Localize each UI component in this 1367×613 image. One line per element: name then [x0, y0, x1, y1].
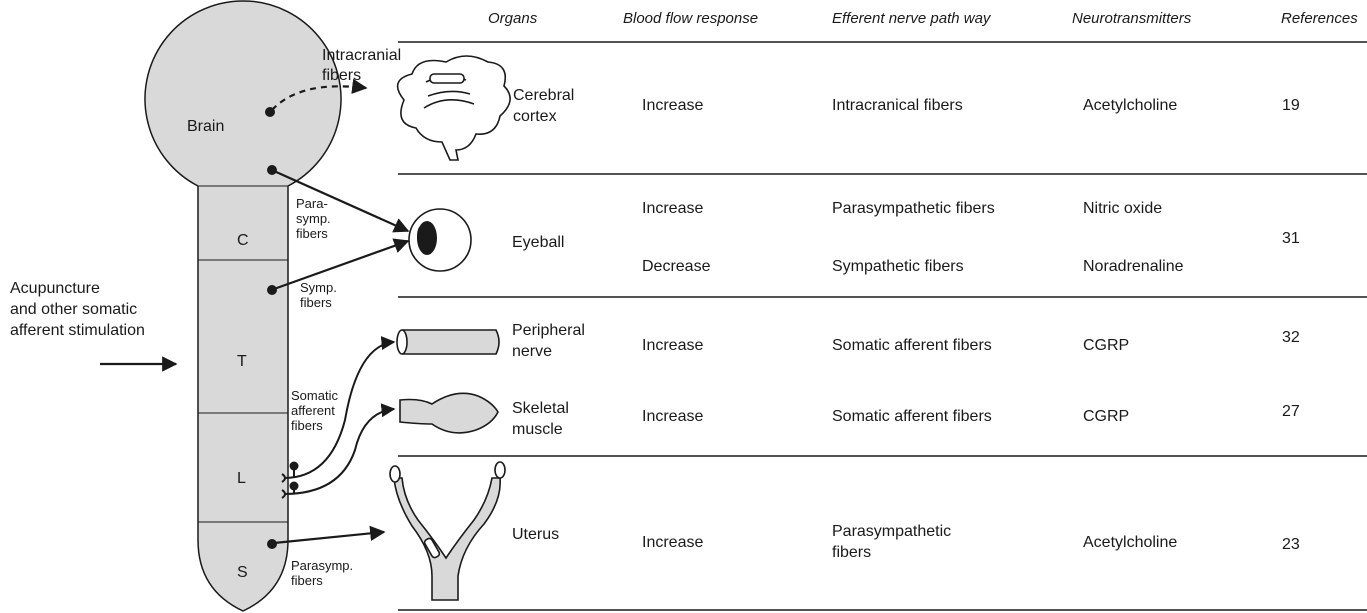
symp-label-1: Symp. — [300, 280, 337, 295]
organ-name-4b: muscle — [512, 420, 563, 440]
uterus-icon — [390, 462, 505, 600]
pathway-4: Somatic afferent fibers — [832, 407, 992, 427]
ref-4: 27 — [1282, 402, 1300, 422]
ref-1: 19 — [1282, 96, 1300, 116]
parasymp-label-1: Parasymp. — [291, 558, 353, 573]
pathway-2b: Sympathetic fibers — [832, 257, 964, 277]
somatic-label-2: afferent — [291, 403, 335, 418]
organ-name-2: Eyeball — [512, 233, 564, 253]
pathway-5b: fibers — [832, 543, 871, 563]
sacral-origin-dot — [267, 539, 277, 549]
intracranial-label-1: Intracranial — [322, 46, 401, 66]
organ-name-4a: Skeletal — [512, 399, 569, 419]
segment-label-s: S — [237, 563, 248, 583]
header-efferent: Efferent nerve path way — [832, 9, 990, 29]
lumbar-dot-2 — [290, 482, 299, 491]
segment-label-c: C — [237, 231, 249, 251]
transmitter-3: CGRP — [1083, 336, 1129, 356]
thoracic-origin-dot — [267, 285, 277, 295]
transmitter-2a: Nitric oxide — [1083, 199, 1162, 219]
peripheral-nerve-icon — [397, 330, 499, 354]
stimulus-label-1: Acupuncture — [10, 279, 100, 299]
parasymp-label-2: fibers — [291, 573, 323, 588]
para-label-3: fibers — [296, 226, 328, 241]
transmitter-4: CGRP — [1083, 407, 1129, 427]
response-2b: Decrease — [642, 257, 710, 277]
header-organs: Organs — [488, 9, 537, 29]
somatic-label-3: fibers — [291, 418, 323, 433]
brain-icon — [398, 56, 511, 160]
para-label-1: Para- — [296, 196, 328, 211]
pathway-5a: Parasympathetic — [832, 522, 951, 542]
segment-label-t: T — [237, 352, 247, 372]
response-5: Increase — [642, 533, 703, 553]
ref-3: 32 — [1282, 328, 1300, 348]
transmitter-1: Acetylcholine — [1083, 96, 1177, 116]
response-4: Increase — [642, 407, 703, 427]
symp-eye-arrow — [274, 241, 408, 289]
pathway-1: Intracranical fibers — [832, 96, 963, 116]
somatic-label-1: Somatic — [291, 388, 338, 403]
lumbar-dot-1 — [290, 462, 299, 471]
skeletal-muscle-icon — [400, 393, 498, 433]
organ-name-1a: Cerebral — [513, 86, 574, 106]
organ-name-3a: Peripheral — [512, 321, 585, 341]
response-1: Increase — [642, 96, 703, 116]
para-label-2: symp. — [296, 211, 331, 226]
header-neurotransmitters: Neurotransmitters — [1072, 9, 1191, 29]
brainstem-origin-dot — [267, 165, 277, 175]
response-2a: Increase — [642, 199, 703, 219]
pathway-3: Somatic afferent fibers — [832, 336, 992, 356]
ref-5: 23 — [1282, 535, 1300, 555]
organ-name-5: Uterus — [512, 525, 559, 545]
pathway-2a: Parasympathetic fibers — [832, 199, 995, 219]
response-3: Increase — [642, 336, 703, 356]
stimulus-label-2: and other somatic — [10, 300, 137, 320]
organ-name-3b: nerve — [512, 342, 552, 362]
header-blood-flow: Blood flow response — [623, 9, 758, 29]
parasymp-uterus-arrow — [274, 532, 384, 543]
segment-label-l: L — [237, 469, 246, 489]
transmitter-5: Acetylcholine — [1083, 533, 1177, 553]
brain-label: Brain — [187, 117, 224, 137]
transmitter-2b: Noradrenaline — [1083, 257, 1184, 277]
ref-2: 31 — [1282, 229, 1300, 249]
organ-name-1b: cortex — [513, 107, 557, 127]
header-references: References — [1281, 9, 1358, 29]
symp-label-2: fibers — [300, 295, 332, 310]
stimulus-label-3: afferent stimulation — [10, 321, 145, 341]
intracranial-label-2: fibers — [322, 66, 361, 86]
parasymp-eye-arrow — [274, 171, 408, 231]
eyeball-icon — [409, 209, 471, 271]
